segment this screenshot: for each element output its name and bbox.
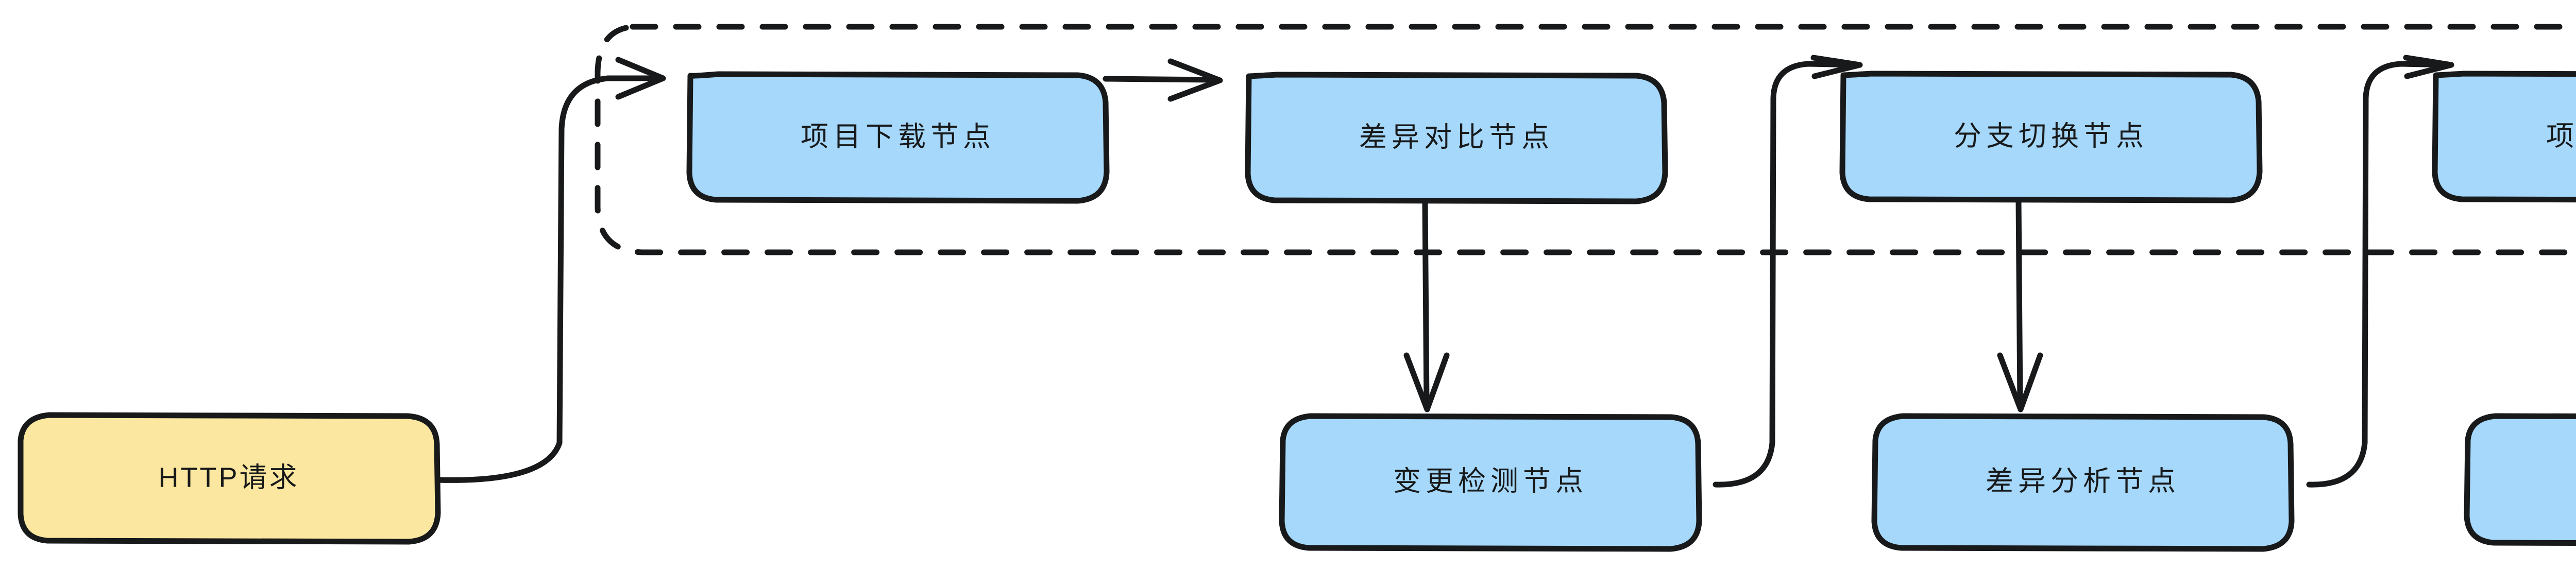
node-diff-analyze-label: 差异分析节点 [1986,466,2180,496]
node-project-compile-label: 项目编译节点 [2546,120,2576,151]
node-project-compile[interactable]: 项目编译节点 [2432,71,2576,203]
edge-diff-compare-to-change-detect [1403,199,1450,412]
node-http-request-label: HTTP请求 [159,462,299,493]
node-link-analyze[interactable]: 链路分析节点 [2464,413,2576,546]
node-http-request[interactable]: HTTP请求 [18,412,441,545]
pipeline-group-frame [595,24,2576,255]
node-change-detect[interactable]: 变更检测节点 [1279,413,1702,552]
node-branch-switch[interactable]: 分支切换节点 [1839,71,2263,203]
edge-change-detect-to-branch-switch [1713,55,1863,488]
edge-project-download-to-diff-compare [1103,58,1223,102]
edge-branch-switch-to-diff-analyze [1997,199,2043,412]
edge-diff-analyze-to-project-compile [2306,55,2454,488]
edge-http-request-to-project-download [434,57,666,483]
node-diff-analyze[interactable]: 差异分析节点 [1871,413,2295,552]
node-change-detect-label: 变更检测节点 [1393,466,1588,496]
node-diff-compare[interactable]: 差异对比节点 [1245,72,1668,204]
node-project-download-label: 项目下载节点 [801,121,995,152]
node-diff-compare-label: 差异对比节点 [1359,122,1554,152]
node-project-download[interactable]: 项目下载节点 [686,71,1110,204]
node-branch-switch-label: 分支切换节点 [1954,120,2148,151]
